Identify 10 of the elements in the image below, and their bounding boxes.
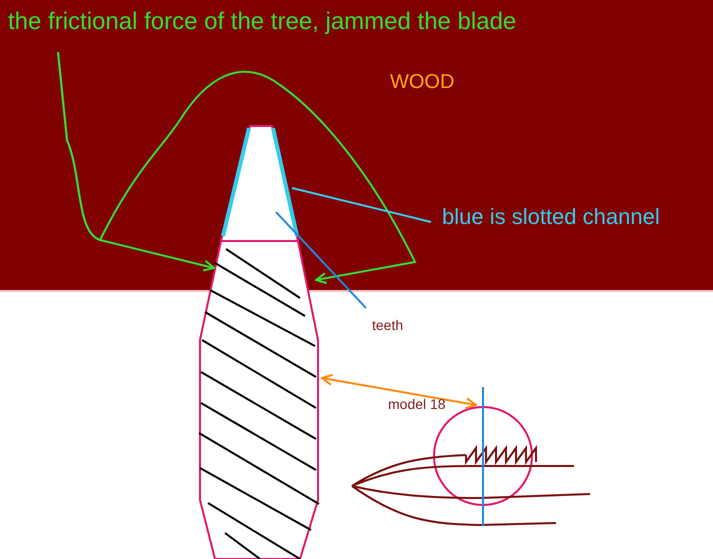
region-label: WOOD xyxy=(390,72,454,92)
leader-line xyxy=(292,187,432,223)
arrow xyxy=(57,52,416,284)
annotation-text: blue is slotted channel xyxy=(442,206,660,228)
model-label: model 18 xyxy=(388,397,446,411)
blade-cross-section-drawing xyxy=(198,125,320,559)
arrow xyxy=(321,374,477,410)
part-label: teeth xyxy=(372,318,404,332)
annotation-text: the frictional force of the tree, jammed the blade xyxy=(8,10,516,34)
leader-line xyxy=(275,211,367,309)
